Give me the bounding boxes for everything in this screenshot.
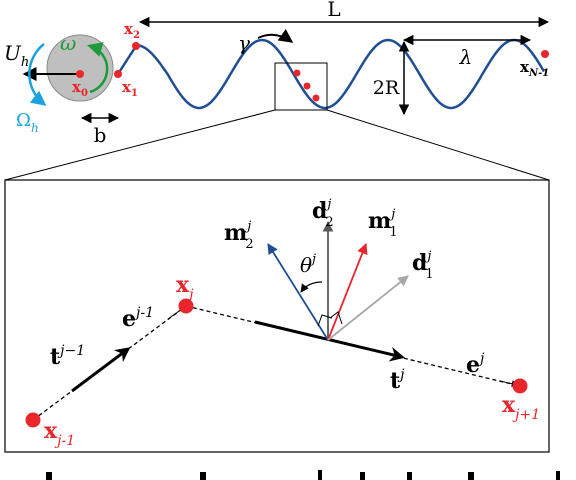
node-x-jp1 [512, 378, 528, 394]
label-x1: x1 [122, 78, 138, 99]
label-x-j: xj [176, 272, 194, 303]
node-x0 [76, 70, 84, 78]
node-x1 [114, 70, 122, 78]
cropped-caption-fragment [0, 458, 576, 480]
glyph-fragment [360, 472, 365, 480]
node-xN [541, 50, 549, 58]
node-x-jm1 [25, 412, 41, 428]
label-x-jm1: xj-1 [44, 418, 75, 449]
node-inset-a [293, 69, 301, 77]
label-b: b [94, 123, 107, 147]
glyph-fragment [468, 472, 474, 480]
gamma-arrow [257, 29, 294, 43]
body-rotation-arc [87, 42, 109, 94]
label-lambda: λ [459, 45, 473, 69]
label-x0: x0 [72, 78, 88, 99]
label-L: L [327, 0, 340, 21]
zoom-line-right [326, 109, 550, 181]
right-angle-mark-left [317, 314, 333, 327]
zoom-line-left [4, 109, 276, 181]
node-inset-b [303, 82, 311, 90]
label-x-jp1: xj+1 [502, 392, 540, 423]
zoom-box [274, 62, 328, 111]
label-Omega: Ωh [16, 110, 39, 135]
vector-d1 [327, 275, 409, 341]
head-rotation-arc [28, 43, 47, 106]
label-e-jm1: ej-1 [122, 305, 154, 332]
edge-e-jm1 [32, 305, 187, 421]
node-x2 [132, 42, 140, 50]
label-t-j: tj [390, 367, 405, 394]
label-t-jm1: tj−1 [50, 343, 85, 370]
label-x2: x2 [124, 20, 140, 41]
theta-arc [300, 281, 323, 293]
swimmer-head [22, 34, 120, 124]
vector-m2 [267, 243, 329, 341]
tangent-t-jm1 [71, 347, 131, 393]
right-angle-mark-right [329, 311, 343, 325]
flagellum-wave [116, 38, 546, 110]
inset-frame [4, 179, 550, 453]
label-omega: ω [60, 31, 76, 55]
node-inset-c [312, 94, 320, 102]
glyph-fragment [200, 472, 206, 480]
label-U: Uh [4, 41, 29, 70]
vector-m1 [327, 242, 368, 341]
label-gamma: γ [238, 31, 250, 55]
label-xN: xN-1 [520, 58, 549, 79]
node-x-j [178, 298, 194, 314]
glyph-fragment [407, 472, 412, 480]
caption-fragment-marks [46, 470, 560, 480]
label-2R: 2R [373, 77, 400, 99]
glyph-fragment [46, 472, 52, 480]
label-e-j: ej [466, 351, 485, 378]
glyph-fragment [556, 471, 560, 480]
glyph-fragment [318, 470, 322, 480]
label-theta: θj [300, 252, 316, 277]
